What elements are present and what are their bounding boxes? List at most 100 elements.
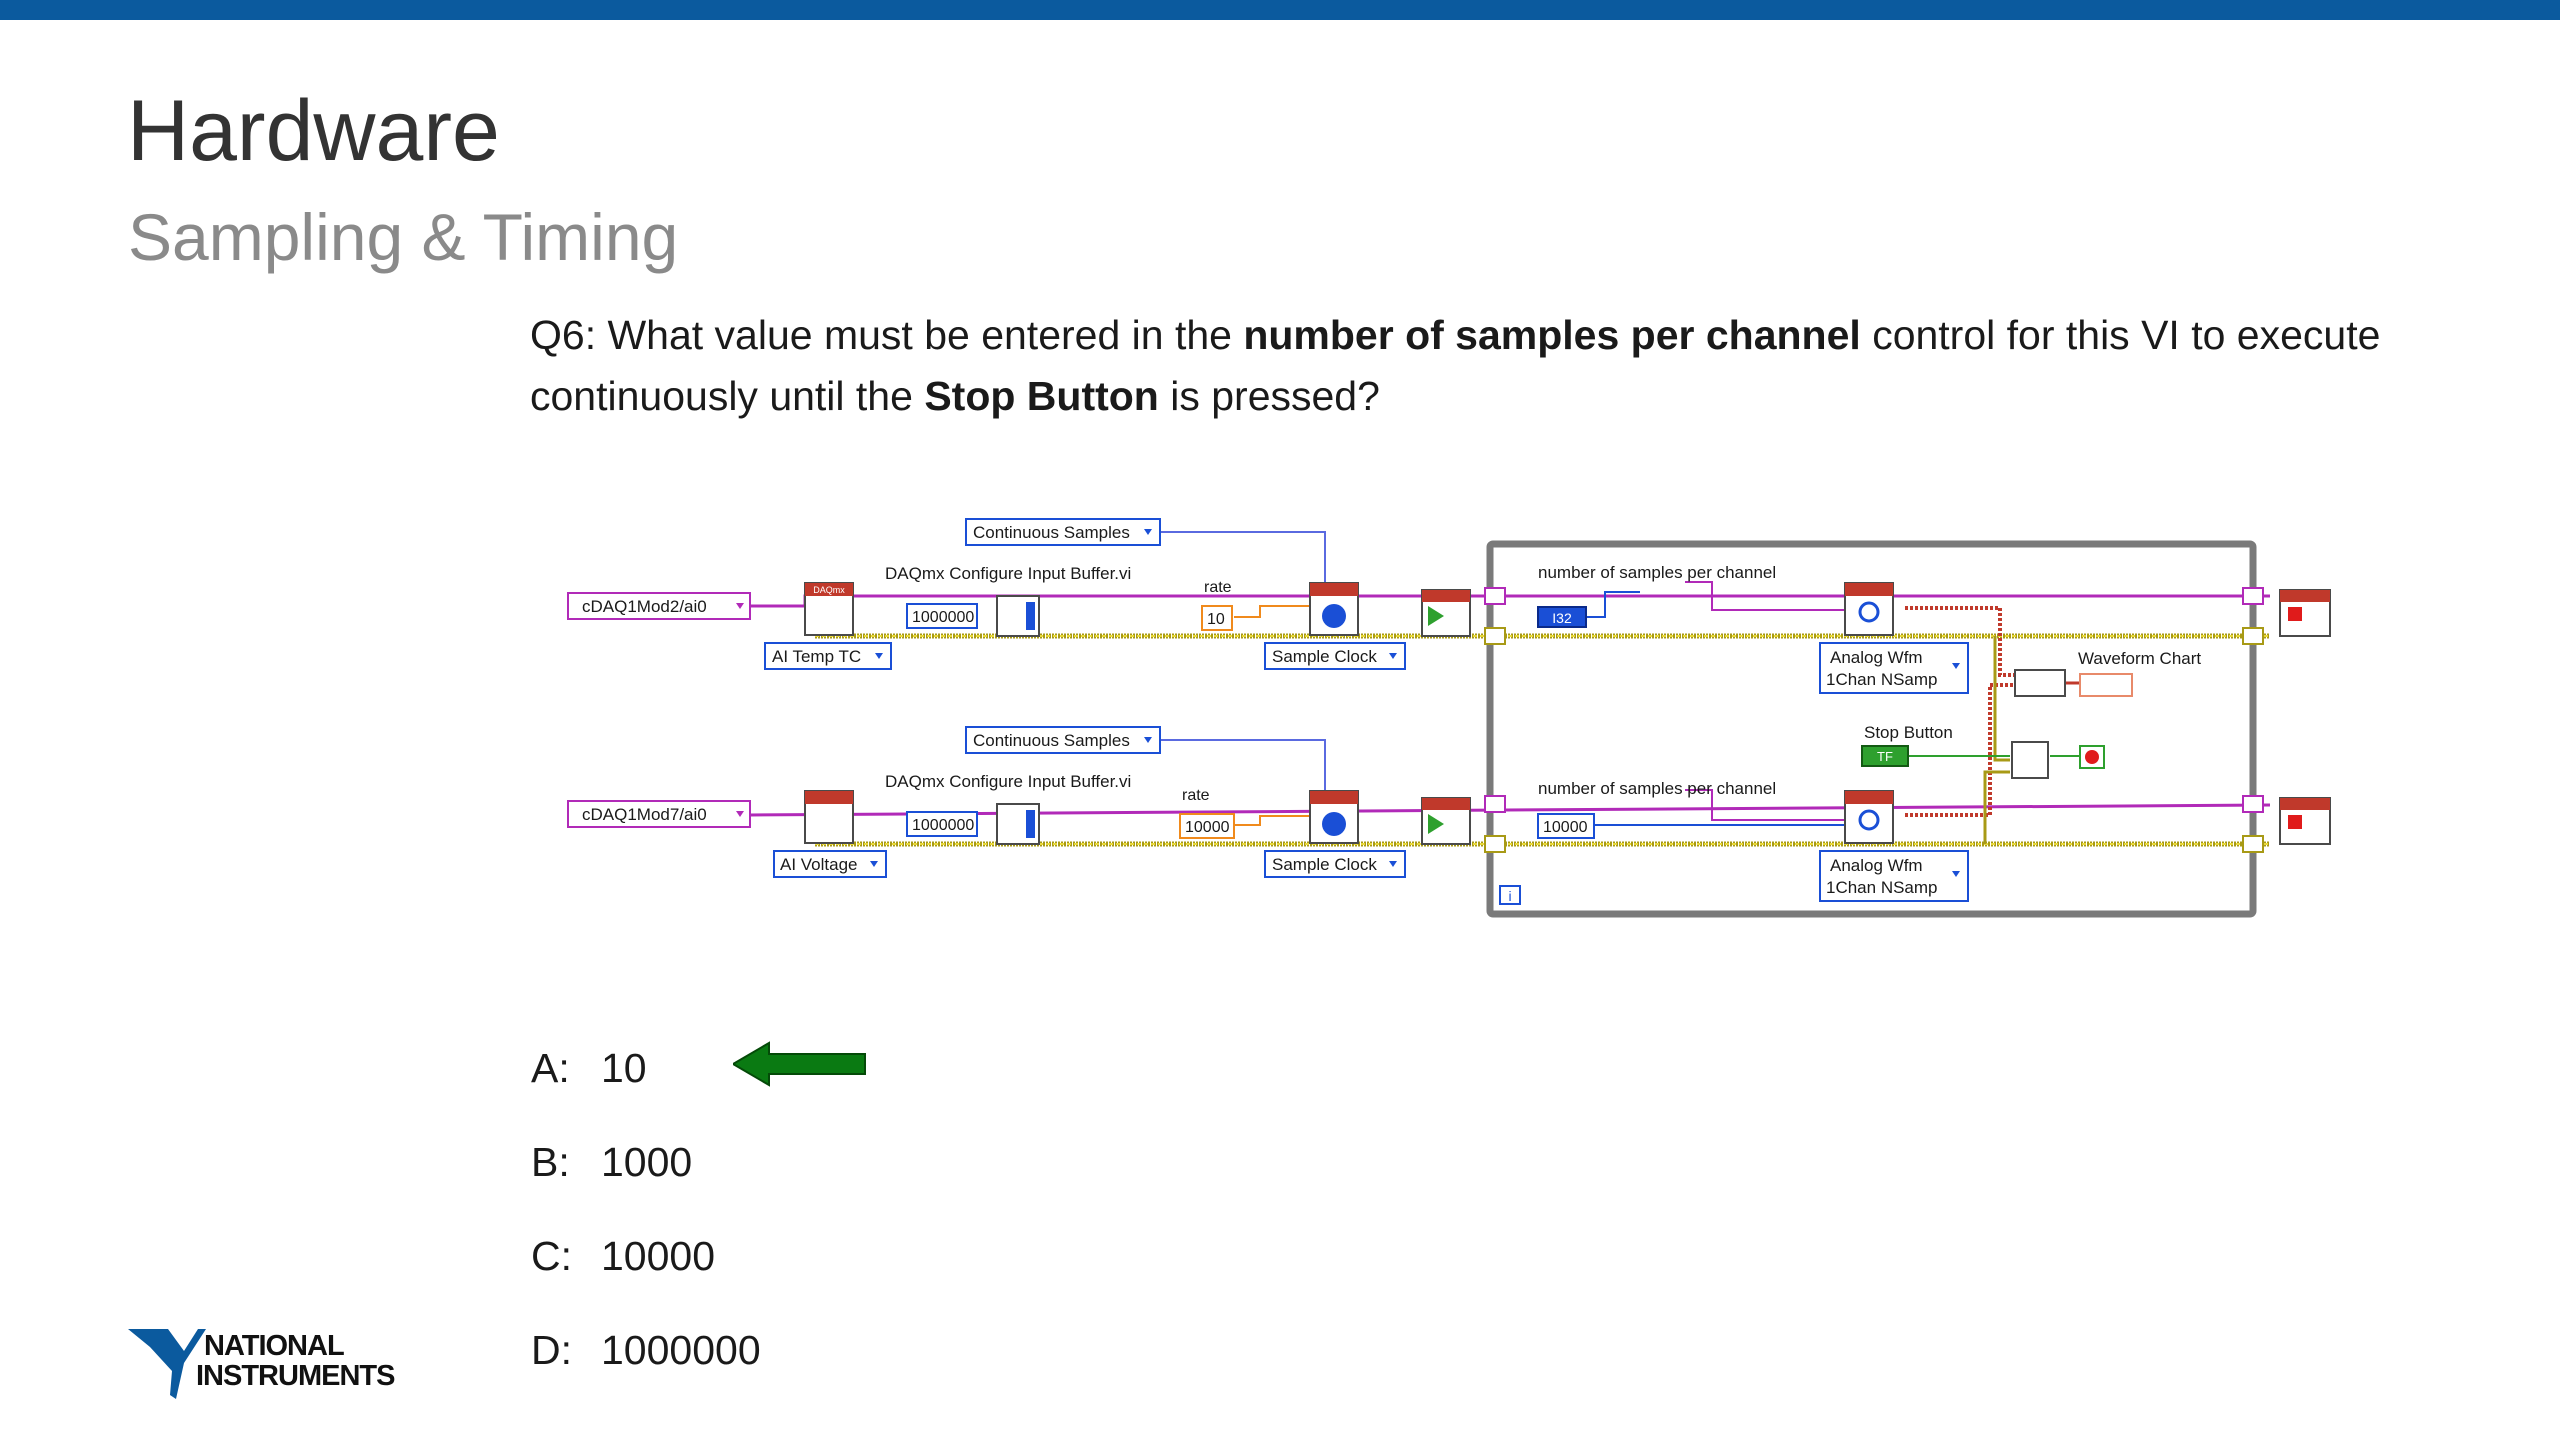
- read-type-2-line1: Analog Wfm: [1830, 856, 1923, 875]
- chart-label: Waveform Chart: [2078, 649, 2201, 668]
- loop-index-terminal: [1499, 885, 1521, 905]
- or-node: [2011, 741, 2049, 779]
- timing-node-2-header: [1310, 791, 1358, 804]
- samples-control-2-text: 10000: [1543, 819, 1588, 836]
- continuous-constant-1[interactable]: [965, 518, 1161, 546]
- continuous-constant-2[interactable]: [965, 726, 1161, 754]
- daq-badge-1: DAQmx: [813, 585, 845, 595]
- start-node-2-header: [1422, 798, 1470, 810]
- slide-title: Hardware: [127, 83, 500, 179]
- type-constant-1[interactable]: [764, 642, 892, 670]
- buffer-vi-label-2: DAQmx Configure Input Buffer.vi: [885, 772, 1131, 791]
- buffer-constant-1[interactable]: [906, 603, 978, 629]
- type-constant-2-text: AI Voltage: [780, 855, 858, 874]
- question-middle: control for this VI to execute continuou…: [530, 312, 2381, 419]
- rate-label-2: rate: [1182, 787, 1210, 804]
- question-bold-stop: Stop Button: [924, 373, 1159, 419]
- buffer-node-1-inner: [1026, 602, 1035, 630]
- buffer-constant-1-text: 1000000: [912, 609, 974, 626]
- read-dropdown-1-icon: [1952, 663, 1960, 669]
- type-dropdown-1-icon: [875, 653, 883, 659]
- clock-constant-1[interactable]: [1264, 642, 1406, 670]
- stop-terminal[interactable]: [1861, 745, 1909, 767]
- answer-c-letter: C:: [531, 1233, 572, 1279]
- start-play-icon-2: [1428, 814, 1444, 834]
- answer-c: C: 10000: [531, 1236, 715, 1277]
- question-prefix: Q6: What value must be entered in the: [530, 312, 1244, 358]
- start-node-1-header: [1422, 590, 1470, 602]
- stop-condition-icon: [2085, 750, 2099, 764]
- rate-constant-2[interactable]: [1179, 813, 1235, 839]
- read-dropdown-2-icon: [1952, 871, 1960, 877]
- clock-constant-2-text: Sample Clock: [1272, 855, 1377, 874]
- answer-d-value: 1000000: [601, 1327, 761, 1373]
- clear-stop-icon-2: [2288, 815, 2302, 829]
- type-constant-1-text: AI Temp TC: [772, 647, 861, 666]
- clear-node-1-header: [2280, 590, 2330, 602]
- rate-wire-1: [1234, 605, 1325, 618]
- buffer-constant-2[interactable]: [906, 811, 978, 837]
- read-type-constant-1[interactable]: [1819, 642, 1969, 694]
- rate-constant-1-text: 10: [1207, 611, 1225, 628]
- shift-register-left-1: [1484, 587, 1506, 605]
- samples-control-2[interactable]: [1537, 813, 1595, 839]
- read-node-1-header: [1845, 583, 1893, 596]
- buffer-constant-2-text: 1000000: [912, 817, 974, 834]
- channel-constant-1[interactable]: [567, 592, 751, 620]
- clock-constant-2[interactable]: [1264, 850, 1406, 878]
- continuous-constant-2-text: Continuous Samples: [973, 731, 1130, 750]
- chart-terminal[interactable]: [2079, 673, 2133, 697]
- shift-register-right-2b: [2242, 835, 2264, 853]
- samples-ctrl-wire-1: [1685, 581, 1845, 611]
- question-bold-samples: number of samples per channel: [1243, 312, 1861, 358]
- logo-line1: NATIONAL: [204, 1330, 344, 1362]
- channel-constant-2[interactable]: [567, 800, 751, 828]
- slide-subtitle: Sampling & Timing: [128, 200, 679, 274]
- logo-line2: INSTRUMENTS: [196, 1360, 395, 1392]
- shift-register-left-2b: [1484, 835, 1506, 853]
- read-node-2-header: [1845, 791, 1893, 804]
- ni-eagle-icon: [128, 1329, 206, 1399]
- answer-b-value: 1000: [601, 1139, 693, 1185]
- answer-a: A:10: [531, 1048, 647, 1089]
- start-play-icon-1: [1428, 606, 1444, 626]
- while-loop-frame: [1486, 540, 2257, 918]
- clock-icon-2: [1322, 812, 1346, 836]
- continuous-dropdown-1-icon: [1144, 529, 1152, 535]
- channel-constant-1-text: cDAQ1Mod2/ai0: [582, 597, 707, 616]
- read-type-2-line2: 1Chan NSamp: [1826, 878, 1938, 897]
- answer-arrow-icon: [733, 1041, 866, 1087]
- answer-d-letter: D:: [531, 1327, 572, 1373]
- buffer-node-2-inner: [1026, 810, 1035, 838]
- channel-dropdown-1-icon: [736, 603, 744, 609]
- answer-c-value: 10000: [601, 1233, 716, 1279]
- samples-wire-1: [1585, 591, 1640, 618]
- type-dropdown-2-icon: [870, 861, 878, 867]
- samples-control-1[interactable]: [1537, 606, 1587, 628]
- question-text: Q6: What value must be entered in the nu…: [530, 305, 2430, 427]
- type-constant-2[interactable]: [773, 850, 887, 878]
- rate-label-1: rate: [1204, 579, 1232, 596]
- samples-label-2: number of samples per channel: [1538, 779, 1776, 798]
- answer-a-letter: A:: [531, 1045, 570, 1091]
- labview-block-diagram: i cDAQ1Mod2/ai0 DAQmx AI Temp TC DAQmx C…: [567, 518, 2331, 918]
- rate-constant-1[interactable]: [1201, 605, 1233, 631]
- mode-wire-2: [1160, 739, 1326, 808]
- timing-node-1-header: [1310, 583, 1358, 596]
- data-wire-2: [1905, 683, 2035, 817]
- shift-register-right-2: [2242, 795, 2264, 813]
- rate-wire-2: [1234, 815, 1325, 826]
- mode-wire-1: [1160, 531, 1326, 600]
- read-type-constant-2[interactable]: [1819, 850, 1969, 902]
- answer-d: D: 1000000: [531, 1330, 761, 1371]
- national-instruments-logo: NATIONAL INSTRUMENTS: [128, 1329, 396, 1399]
- clock-constant-1-text: Sample Clock: [1272, 647, 1377, 666]
- create-channel-node-2-header: [805, 791, 853, 804]
- samples-control-1-text: I32: [1552, 610, 1572, 626]
- loop-index-text: i: [1508, 888, 1511, 904]
- buffer-vi-label-1: DAQmx Configure Input Buffer.vi: [885, 564, 1131, 583]
- clear-node-2-header: [2280, 798, 2330, 810]
- samples-label-1: number of samples per channel: [1538, 563, 1776, 582]
- shift-register-left-1b: [1484, 627, 1506, 645]
- rate-constant-2-text: 10000: [1185, 819, 1230, 836]
